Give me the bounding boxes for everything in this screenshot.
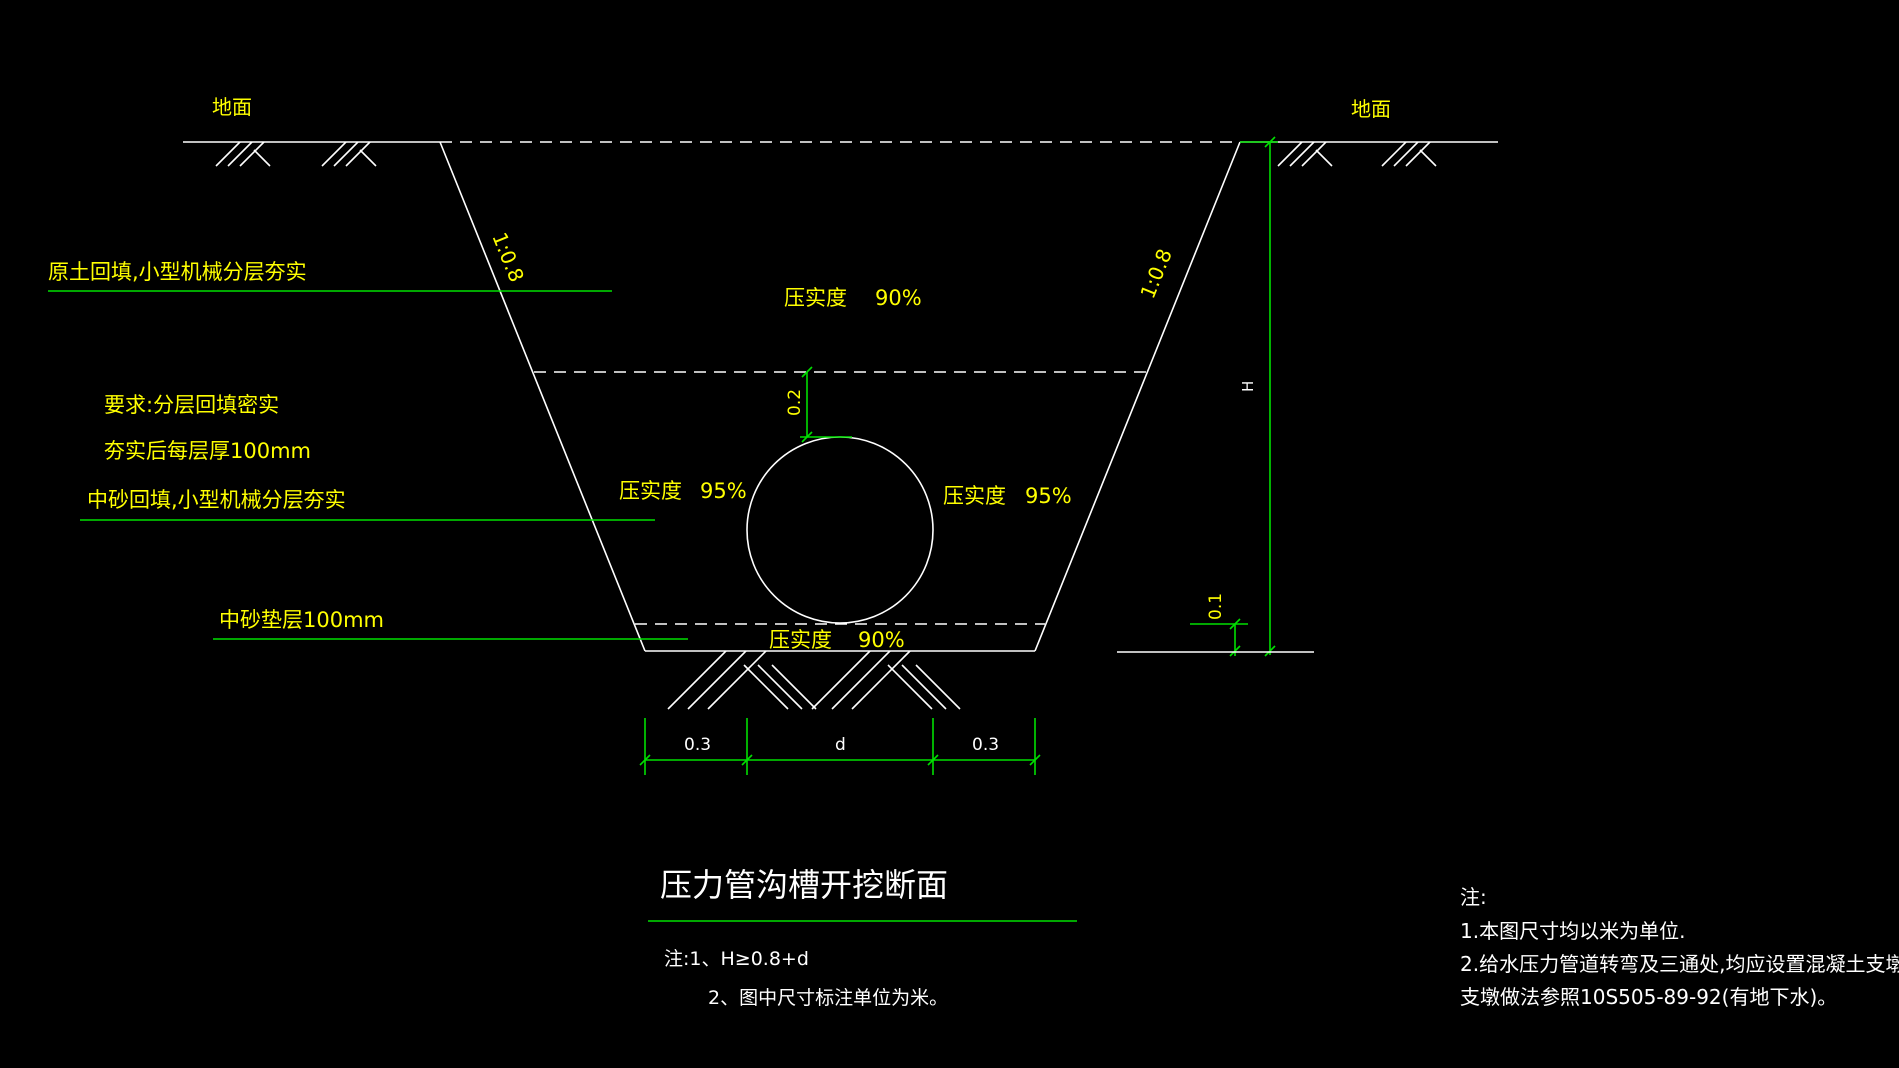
- dimension-height-text: H: [1239, 381, 1257, 392]
- compaction-left-value: 95%: [700, 479, 747, 503]
- dimension-bedding-text: 0.1: [1206, 593, 1226, 620]
- compaction-bottom-value: 90%: [858, 628, 905, 652]
- ground-label-right: 地面: [1351, 97, 1391, 121]
- notes-heading: 注:: [1460, 885, 1487, 909]
- dimension-left-clearance-text: 0.3: [684, 735, 711, 755]
- notes-line-1: 1.本图尺寸均以米为单位.: [1460, 919, 1685, 943]
- dimension-chain-bottom: [639, 718, 1041, 775]
- foundation-soil-hatch: [667, 650, 961, 710]
- slope-label-right: 1:0.8: [1135, 245, 1176, 302]
- ground-label-left: 地面: [212, 95, 252, 119]
- pipe-circle: [746, 436, 934, 624]
- compaction-bottom-label: 压实度: [769, 628, 832, 652]
- compaction-right-label: 压实度: [943, 484, 1006, 508]
- compaction-top-value: 90%: [875, 286, 922, 310]
- compaction-top-label: 压实度: [784, 286, 847, 310]
- dimension-cover-above-pipe-text: 0.2: [785, 389, 805, 416]
- dimension-bedding: [1190, 618, 1248, 657]
- soil-hatch-left-1: [215, 141, 271, 167]
- soil-hatch-right-2: [1381, 141, 1437, 167]
- dimension-height: [1240, 136, 1278, 657]
- soil-hatch-right-1: [1277, 141, 1333, 167]
- label-sand-bedding: 中砂垫层100mm: [219, 608, 384, 632]
- drawing-title: 压力管沟槽开挖断面: [660, 866, 948, 904]
- label-requirement-1: 要求:分层回填密实: [104, 393, 279, 417]
- label-sand-backfill: 中砂回填,小型机械分层夯实: [87, 488, 346, 512]
- label-requirement-2: 夯实后每层厚100mm: [104, 439, 311, 463]
- trench-wall-left: [439, 141, 646, 652]
- dimension-right-clearance-text: 0.3: [972, 735, 999, 755]
- title-note-1: 注:1、H≥0.8+d: [664, 948, 809, 970]
- soil-hatch-left-2: [321, 141, 377, 167]
- compaction-left-label: 压实度: [619, 479, 682, 503]
- notes-line-3: 支墩做法参照10S505-89-92(有地下水)。: [1460, 985, 1837, 1009]
- dimension-pipe-diameter-text: d: [835, 735, 846, 755]
- compaction-right-value: 95%: [1025, 484, 1072, 508]
- dimension-cover-above-pipe: [800, 366, 852, 443]
- trench-wall-right: [1034, 141, 1241, 652]
- notes-line-2: 2.给水压力管道转弯及三通处,均应设置混凝土支墩。: [1460, 952, 1899, 976]
- title-note-2: 2、图中尺寸标注单位为米。: [708, 987, 948, 1009]
- label-backfill-original: 原土回填,小型机械分层夯实: [48, 260, 307, 284]
